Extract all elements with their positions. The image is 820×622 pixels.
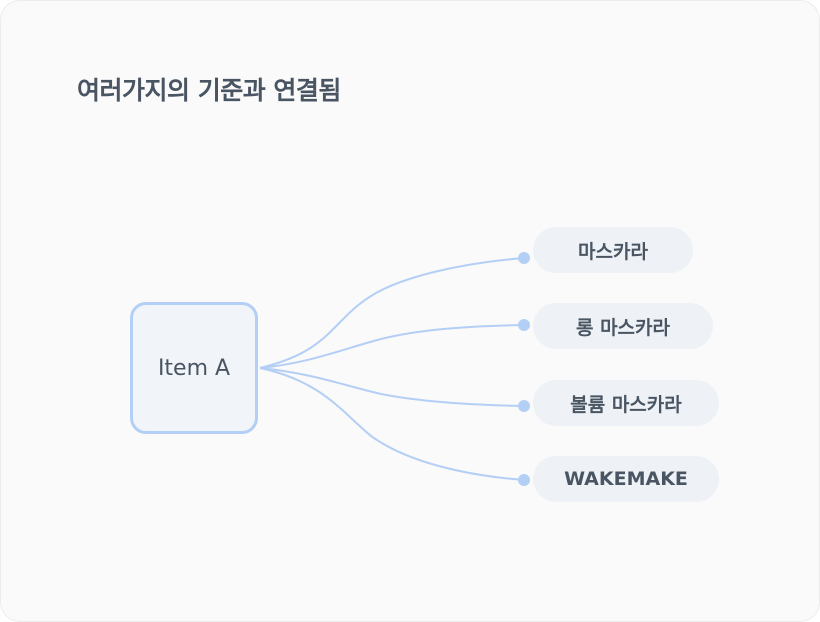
target-node-mascara[interactable]: 마스카라: [533, 227, 693, 273]
connector-dot-3: [518, 400, 530, 412]
connector-2: [259, 324, 525, 369]
target-node-long-mascara[interactable]: 롱 마스카라: [533, 303, 713, 349]
page-title: 여러가지의 기준과 연결됨: [77, 76, 341, 105]
connector-1: [259, 257, 525, 369]
target-node-wakemake[interactable]: WAKEMAKE: [533, 456, 719, 502]
connector-dot-4: [518, 474, 530, 486]
connector-dot-2: [518, 319, 530, 331]
connector-dot-1: [518, 252, 530, 264]
connector-4: [259, 367, 525, 481]
connector-3: [259, 367, 525, 407]
target-node-label: 볼륨 마스카라: [570, 393, 682, 416]
target-node-label: 마스카라: [578, 240, 648, 263]
source-node-label: Item A: [157, 355, 231, 381]
source-node[interactable]: Item A: [130, 302, 258, 434]
target-node-volume-mascara[interactable]: 볼륨 마스카라: [533, 380, 719, 426]
target-node-label: 롱 마스카라: [575, 316, 670, 339]
target-node-label: WAKEMAKE: [564, 468, 688, 490]
